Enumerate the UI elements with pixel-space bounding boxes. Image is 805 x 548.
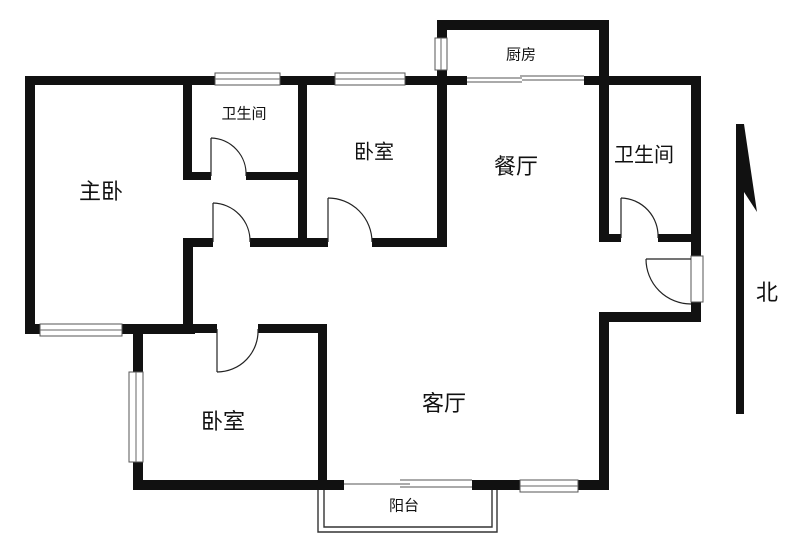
wall-left-bath-bottom-a xyxy=(183,172,211,180)
wall-bottom-right xyxy=(578,480,609,490)
label-bedroom-bottom: 卧室 xyxy=(201,410,245,435)
wall-right-bottom-vert xyxy=(599,312,609,490)
wall-master-bottom-a xyxy=(25,324,40,334)
window-right-entry xyxy=(690,255,704,303)
wall-kitchen-right xyxy=(599,20,609,85)
wall-right-bath-left xyxy=(599,76,609,242)
wall-bottom-left xyxy=(318,480,344,490)
north-arrow-shaft xyxy=(736,140,744,414)
wall-right-bath-bottom-a xyxy=(599,234,621,242)
wall-right-outer xyxy=(691,76,701,256)
room-labels: 主卧 卫生间 卧室 厨房 餐厅 卫生间 客厅 卧室 阳台 xyxy=(79,46,674,515)
label-bedroom-top: 卧室 xyxy=(354,140,394,164)
balcony-outline xyxy=(317,490,498,533)
north-compass: 北 xyxy=(736,124,778,414)
wall-kitchen-bottom-right xyxy=(584,76,609,85)
wall-right-bath-bottom-b xyxy=(658,234,701,242)
wall-top-left xyxy=(25,76,215,85)
wall-top-mid-b xyxy=(405,76,460,85)
wall-kitchen-bottom-left xyxy=(437,76,467,85)
label-dining-room: 餐厅 xyxy=(494,155,538,180)
wall-left-bath-left xyxy=(183,76,192,180)
wall-right-bath-top xyxy=(599,76,701,85)
swing-doors xyxy=(210,137,692,373)
wall-lower-bed-left-a xyxy=(133,324,143,372)
wall-right-step xyxy=(599,312,701,322)
wall-lower-bed-top-a xyxy=(133,324,217,333)
sliding-doors xyxy=(344,75,584,488)
label-living-room: 客厅 xyxy=(422,392,466,417)
label-balcony: 阳台 xyxy=(389,497,419,515)
wall-master-right-a xyxy=(183,238,193,334)
wall-bottom-mid xyxy=(472,480,520,490)
label-kitchen: 厨房 xyxy=(506,46,536,64)
wall-left-bath-bottom-b xyxy=(246,172,306,180)
wall-left-bath-right xyxy=(298,76,307,247)
wall-lower-bed-left-b xyxy=(133,462,143,490)
wall-kitchen-top xyxy=(437,20,609,30)
wall-kitchen-left xyxy=(437,20,447,38)
label-bathroom-left: 卫生间 xyxy=(221,105,266,123)
north-arrow-head xyxy=(736,124,757,212)
wall-top-bed-bottom-a xyxy=(298,238,328,247)
label-master-bedroom: 主卧 xyxy=(79,180,123,205)
wall-top-mid-a xyxy=(280,76,335,85)
wall-lower-bed-bottom xyxy=(133,480,327,490)
north-label: 北 xyxy=(756,281,778,306)
wall-top-bed-bottom-b xyxy=(372,238,447,247)
wall-lower-bed-right xyxy=(318,324,327,490)
wall-master-right-top xyxy=(183,238,213,247)
walls xyxy=(25,20,701,490)
wall-corridor-top xyxy=(250,238,327,247)
wall-left xyxy=(25,76,35,334)
wall-lower-bed-top-b xyxy=(258,324,327,333)
windows xyxy=(39,37,704,493)
label-bathroom-right: 卫生间 xyxy=(614,143,674,167)
wall-top-bed-right xyxy=(437,76,447,247)
